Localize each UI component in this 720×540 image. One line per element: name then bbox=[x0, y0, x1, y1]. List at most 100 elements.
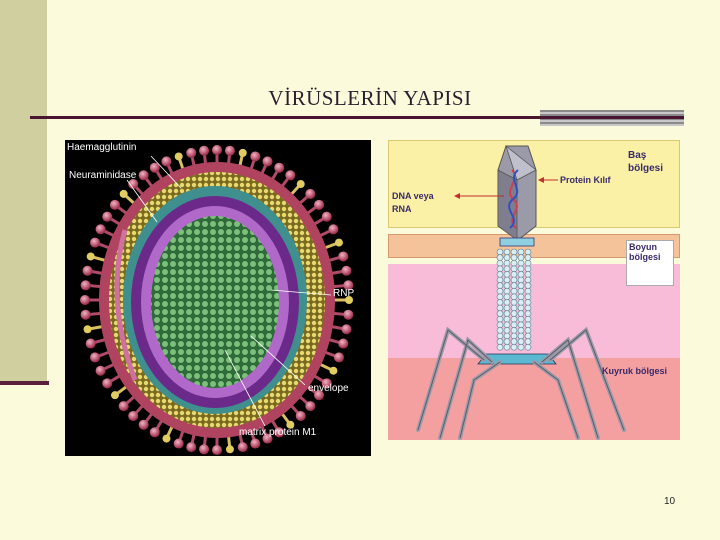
surface-spike-head bbox=[186, 442, 196, 452]
surface-spike-head bbox=[212, 145, 222, 155]
label-envelope: envelope bbox=[308, 383, 349, 394]
tail-sheath-bead bbox=[518, 344, 524, 350]
tail-sheath-bead bbox=[504, 277, 510, 283]
tail-sheath-bead bbox=[518, 322, 524, 328]
label-neck-region-1: Boyun bbox=[629, 242, 671, 252]
tail-sheath-bead bbox=[511, 260, 517, 266]
tail-sheath-bead bbox=[518, 327, 524, 333]
tail-sheath-bead bbox=[504, 249, 510, 255]
tail-sheath-bead bbox=[511, 305, 517, 311]
tail-sheath-bead bbox=[525, 299, 531, 305]
surface-spike-head bbox=[226, 445, 234, 453]
tail-sheath-bead bbox=[525, 249, 531, 255]
label-neck-region-2: bölgesi bbox=[629, 252, 671, 262]
tail-sheath-bead bbox=[525, 294, 531, 300]
surface-spike-head bbox=[305, 401, 315, 411]
tail-sheath-bead bbox=[525, 283, 531, 289]
surface-spike-head bbox=[90, 238, 100, 248]
tail-sheath-bead bbox=[504, 266, 510, 272]
tail-sheath-bead bbox=[525, 271, 531, 277]
tail-sheath-bead bbox=[518, 339, 524, 345]
label-matrix-protein: matrix protein M1 bbox=[239, 427, 316, 438]
tail-sheath-bead bbox=[497, 311, 503, 317]
tail-sheath-bead bbox=[511, 311, 517, 317]
tail-sheath-bead bbox=[525, 344, 531, 350]
tail-sheath-bead bbox=[511, 277, 517, 283]
surface-spike-head bbox=[274, 163, 284, 173]
label-head-region-1: Baş bbox=[628, 150, 646, 161]
tail-sheath-bead bbox=[511, 333, 517, 339]
surface-spike-head bbox=[305, 189, 315, 199]
surface-spike-head bbox=[86, 339, 96, 349]
tail-sheath-bead bbox=[525, 339, 531, 345]
label-rnp: RNP bbox=[333, 288, 354, 299]
title-rule bbox=[30, 116, 684, 119]
surface-spike-head bbox=[322, 212, 332, 222]
surface-spike-head bbox=[334, 352, 344, 362]
tail-sheath-bead bbox=[497, 316, 503, 322]
tail-sheath-bead bbox=[511, 249, 517, 255]
surface-spike-head bbox=[150, 427, 160, 437]
tail-sheath-bead bbox=[518, 260, 524, 266]
tail-sheath-bead bbox=[497, 266, 503, 272]
surface-spike-head bbox=[328, 224, 338, 234]
bacteriophage-illustration bbox=[388, 140, 680, 440]
surface-spike-head bbox=[297, 180, 305, 188]
tail-sheath-bead bbox=[504, 322, 510, 328]
surface-spike-head bbox=[119, 401, 129, 411]
surface-spike-head bbox=[296, 411, 306, 421]
surface-spike-head bbox=[263, 156, 273, 166]
tail-sheath-bead bbox=[525, 305, 531, 311]
tail-sheath-bead bbox=[511, 255, 517, 261]
surface-spike-head bbox=[96, 224, 106, 234]
surface-spike-head bbox=[199, 444, 209, 454]
tail-sheath-bead bbox=[518, 294, 524, 300]
tail-sheath-bead bbox=[518, 266, 524, 272]
tail-sheath-bead bbox=[497, 288, 503, 294]
surface-spike-head bbox=[175, 152, 183, 160]
surface-spike-head bbox=[199, 146, 209, 156]
tail-sheath-bead bbox=[525, 255, 531, 261]
tail-sheath-bead bbox=[511, 283, 517, 289]
tail-sheath-bead bbox=[518, 277, 524, 283]
surface-spike-head bbox=[314, 200, 324, 210]
neck-label-box: Boyun bölgesi bbox=[626, 240, 674, 286]
tail-sheath-bead bbox=[504, 294, 510, 300]
left-decor-line bbox=[0, 381, 49, 385]
label-tail-region: Kuyruk bölgesi bbox=[602, 366, 667, 376]
surface-spike-head bbox=[83, 266, 93, 276]
tail-sheath-bead bbox=[511, 344, 517, 350]
slide-title: VİRÜSLERİN YAPISI bbox=[200, 86, 540, 111]
tail-sheath-bead bbox=[518, 311, 524, 317]
tail-sheath-bead bbox=[518, 255, 524, 261]
tail-sheath-bead bbox=[518, 249, 524, 255]
tail-sheath-bead bbox=[525, 277, 531, 283]
surface-spike-head bbox=[162, 435, 170, 443]
tail-sheath-bead bbox=[518, 271, 524, 277]
page-number: 10 bbox=[664, 496, 675, 507]
label-protein-coat: Protein Kılıf bbox=[560, 175, 611, 185]
surface-spike-head bbox=[239, 149, 247, 157]
tail-sheath-bead bbox=[504, 271, 510, 277]
label-haemagglutinin: Haemagglutinin bbox=[67, 142, 137, 153]
surface-spike-head bbox=[285, 170, 295, 180]
tail-sheath-bead bbox=[497, 305, 503, 311]
tail-sheath-bead bbox=[504, 288, 510, 294]
tail-sheath-bead bbox=[497, 271, 503, 277]
tail-sheath-bead bbox=[497, 339, 503, 345]
bacteriophage-image: Baş bölgesi Protein Kılıf DNA veya RNA B… bbox=[388, 140, 680, 440]
label-rna: RNA bbox=[392, 204, 412, 214]
influenza-virus-image: Haemagglutinin Neuraminidase RNP envelop… bbox=[65, 140, 371, 456]
label-neuraminidase: Neuraminidase bbox=[69, 170, 136, 181]
surface-spike-head bbox=[174, 439, 184, 449]
surface-spike-head bbox=[111, 391, 119, 399]
label-dna-or: DNA veya bbox=[392, 191, 434, 201]
tail-sheath-bead bbox=[504, 339, 510, 345]
tail-sheath-bead bbox=[518, 305, 524, 311]
surface-spike-head bbox=[139, 170, 149, 180]
tail-sheath-bead bbox=[497, 255, 503, 261]
surface-spike-head bbox=[102, 378, 112, 388]
tail-sheath-bead bbox=[525, 333, 531, 339]
surface-spike-head bbox=[341, 324, 351, 334]
influenza-virus-illustration bbox=[65, 140, 371, 456]
